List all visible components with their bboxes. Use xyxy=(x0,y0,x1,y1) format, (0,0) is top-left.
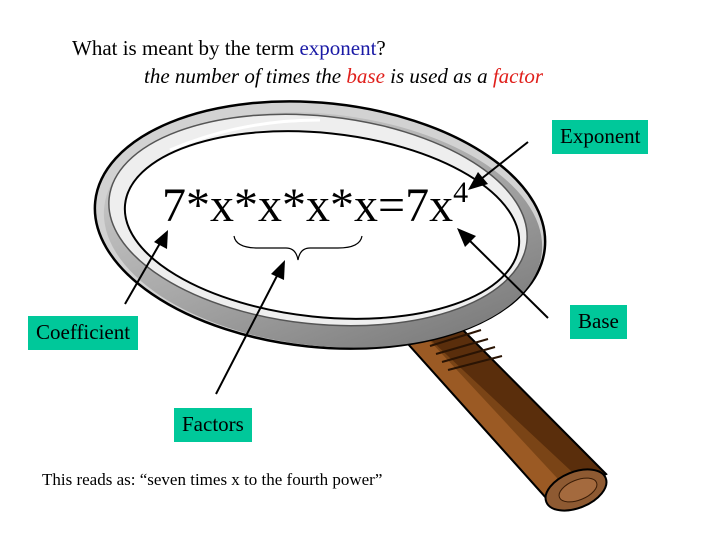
question-text: What is meant by the term exponent? xyxy=(72,36,386,61)
lens-ring xyxy=(93,100,547,350)
question-suffix: ? xyxy=(376,36,386,60)
definition-part2: is used as a xyxy=(384,64,493,88)
definition-highlight-factor: factor xyxy=(492,64,543,88)
equation-exponent: 4 xyxy=(453,176,469,209)
coefficient-arrow xyxy=(124,230,168,305)
equation-main: 7*x*x*x*x=7x xyxy=(162,179,454,232)
factors-label: Factors xyxy=(174,408,252,442)
definition-text: the number of times the base is used as … xyxy=(144,64,543,89)
equation: 7*x*x*x*x=7x4 xyxy=(162,178,468,232)
base-arrow xyxy=(457,228,549,319)
factors-brace xyxy=(233,235,363,261)
reading-text: This reads as: “seven times x to the fou… xyxy=(42,470,383,489)
definition-part1: the number of times the xyxy=(144,64,347,88)
exponent-label: Exponent xyxy=(552,120,649,154)
question-prefix: What is meant by the term xyxy=(72,36,300,60)
factors-arrow xyxy=(215,260,285,395)
exponent-arrow xyxy=(468,141,529,190)
question-highlight: exponent xyxy=(299,36,377,60)
definition-highlight-base: base xyxy=(346,64,385,88)
coefficient-label: Coefficient xyxy=(28,316,139,350)
handle xyxy=(398,315,608,512)
base-label: Base xyxy=(570,305,627,339)
